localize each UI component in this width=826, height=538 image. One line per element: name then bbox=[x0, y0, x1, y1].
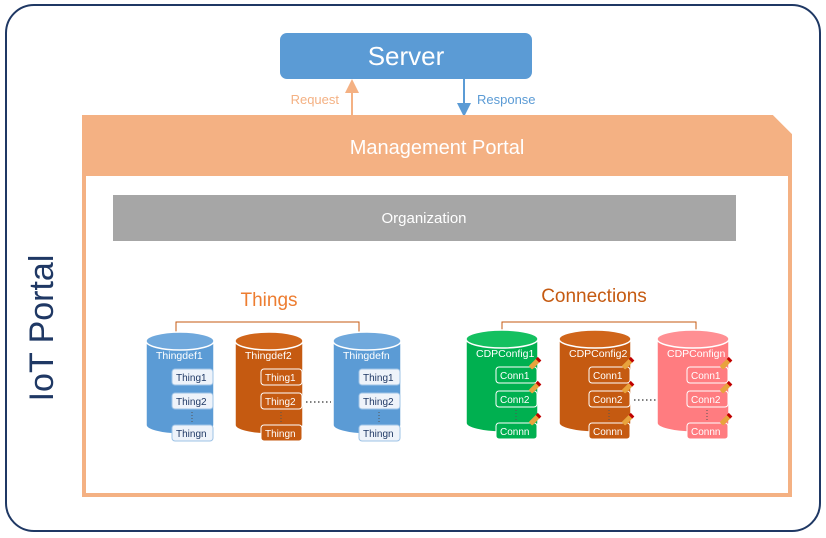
things-group: Thingdef1Thing1Thing2ThingnThingdef2Thin… bbox=[145, 331, 402, 442]
list-item-box bbox=[588, 422, 631, 440]
iot-portal-label: IoT Portal bbox=[23, 255, 61, 402]
list-item-label: Conn1 bbox=[691, 371, 721, 382]
list-item-label: Thingn bbox=[265, 429, 296, 440]
list-item-box bbox=[495, 366, 538, 384]
list-item-label: Thing2 bbox=[176, 397, 207, 408]
list-item-box bbox=[588, 390, 631, 408]
thingdef-cylinder-2-top bbox=[234, 331, 304, 351]
list-item-box bbox=[495, 422, 538, 440]
edit-pencil-icon bbox=[529, 412, 542, 426]
iot-portal-frame bbox=[5, 4, 821, 532]
list-item-label: Conn2 bbox=[691, 395, 721, 406]
list-item-label: Conn2 bbox=[500, 395, 530, 406]
cdpconfig-cylinder-2-label: CDPConfig2 bbox=[569, 348, 628, 360]
edit-pencil-icon bbox=[622, 412, 635, 426]
list-item-box bbox=[686, 390, 729, 408]
list-item-box bbox=[171, 424, 214, 442]
edit-pencil-icon bbox=[622, 380, 635, 394]
edit-pencil-icon bbox=[720, 380, 733, 394]
server-box bbox=[280, 33, 532, 79]
cdpconfig-cylinder-1-label: CDPConfig1 bbox=[476, 348, 535, 360]
list-item-label: Connn bbox=[593, 427, 622, 438]
list-item-label: Thing1 bbox=[363, 373, 394, 384]
list-item-box bbox=[495, 390, 538, 408]
server-label: Server bbox=[368, 41, 445, 71]
organization-label: Organization bbox=[381, 210, 466, 227]
cdpconfig-cylinder-3-top bbox=[656, 329, 730, 349]
list-item-box bbox=[686, 422, 729, 440]
list-item-box bbox=[260, 368, 303, 386]
list-item-box bbox=[260, 424, 303, 442]
cdpconfig-cylinder-3-label: CDPConfign bbox=[667, 348, 726, 360]
thingdef-cylinder-3-top bbox=[332, 331, 402, 351]
connections-title: Connections bbox=[541, 286, 647, 307]
list-item-label: Thingn bbox=[176, 429, 207, 440]
list-item-label: Thing2 bbox=[265, 397, 296, 408]
edit-pencil-icon bbox=[529, 380, 542, 394]
list-item-box bbox=[358, 368, 401, 386]
list-item-label: Conn1 bbox=[593, 371, 623, 382]
thingdef-cylinder-1-top bbox=[145, 331, 215, 351]
request-label: Request bbox=[291, 92, 340, 107]
edit-pencil-icon bbox=[720, 412, 733, 426]
list-item-label: Thing1 bbox=[265, 373, 296, 384]
things-title: Things bbox=[240, 290, 297, 311]
things-bracket bbox=[175, 321, 360, 332]
connections-group: CDPConfig1Conn1Conn2ConnnCDPConfig2Conn1… bbox=[465, 329, 733, 440]
list-item-box bbox=[358, 424, 401, 442]
edit-pencil-icon bbox=[529, 356, 542, 370]
list-item-label: Connn bbox=[500, 427, 529, 438]
list-item-box bbox=[171, 392, 214, 410]
cdpconfig-cylinder-1-top bbox=[465, 329, 539, 349]
list-item-label: Thing2 bbox=[363, 397, 394, 408]
list-item-label: Conn1 bbox=[500, 371, 530, 382]
list-item-label: Connn bbox=[691, 427, 720, 438]
management-portal-header bbox=[84, 117, 790, 176]
connections-bracket bbox=[501, 321, 697, 332]
list-item-box bbox=[260, 392, 303, 410]
management-portal-label: Management Portal bbox=[350, 137, 525, 159]
thingdef-cylinder-1-label: Thingdef1 bbox=[156, 350, 203, 362]
edit-pencil-icon bbox=[720, 356, 733, 370]
list-item-box bbox=[358, 392, 401, 410]
list-item-box bbox=[588, 366, 631, 384]
list-item-label: Conn2 bbox=[593, 395, 623, 406]
list-item-box bbox=[686, 366, 729, 384]
edit-pencil-icon bbox=[622, 356, 635, 370]
thingdef-cylinder-3-label: Thingdefn bbox=[343, 350, 390, 362]
response-label: Response bbox=[477, 92, 536, 107]
list-item-label: Thingn bbox=[363, 429, 394, 440]
thingdef-cylinder-2-label: Thingdef2 bbox=[245, 350, 292, 362]
organization-bar bbox=[113, 195, 736, 241]
list-item-label: Thing1 bbox=[176, 373, 207, 384]
cdpconfig-cylinder-2-top bbox=[558, 329, 632, 349]
list-item-box bbox=[171, 368, 214, 386]
